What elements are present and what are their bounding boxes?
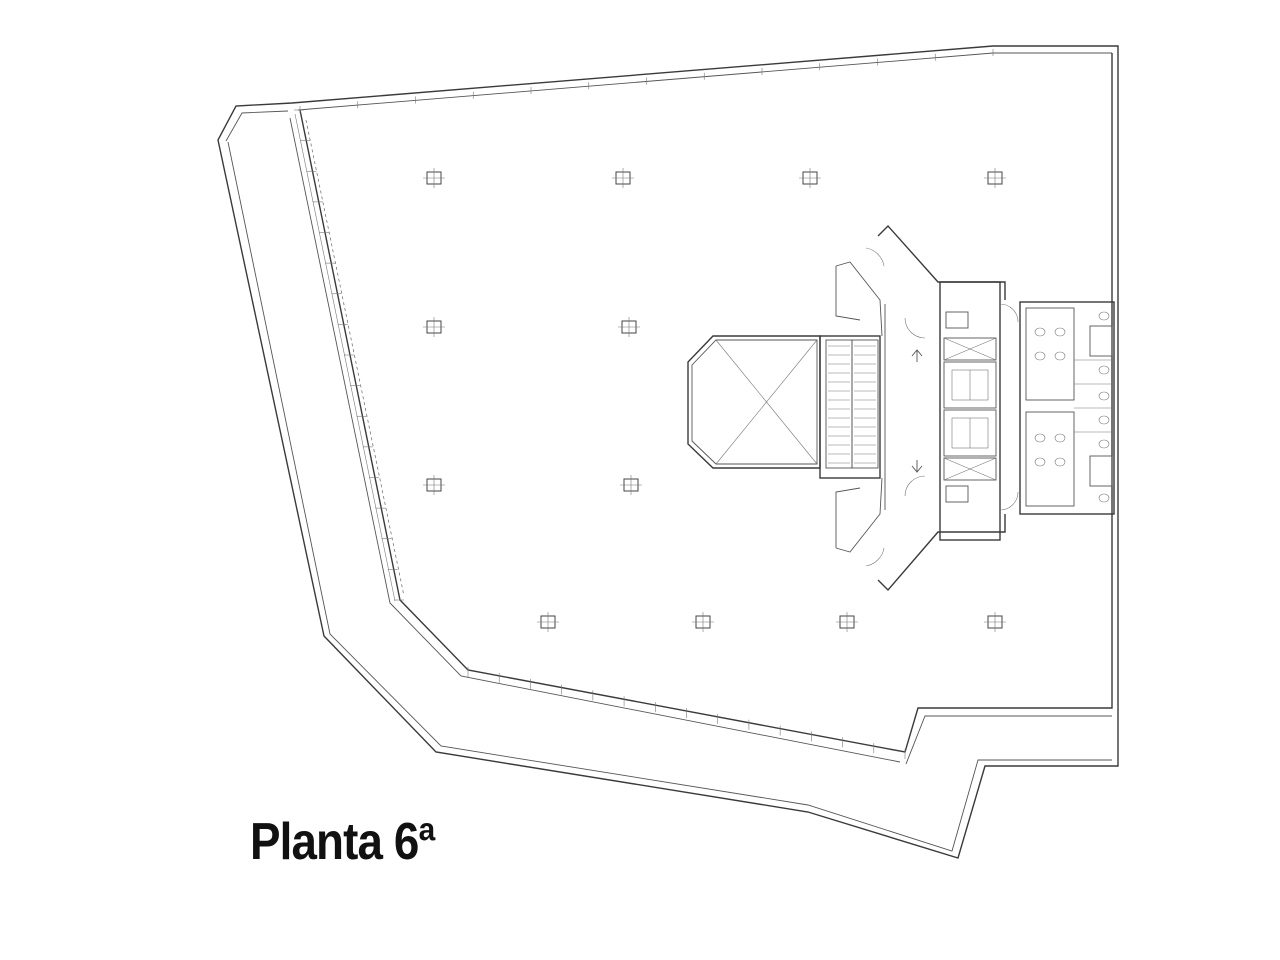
sanitary-fixture [1098, 415, 1110, 425]
sanitary-fixture [1098, 493, 1110, 503]
office-facade [289, 53, 1113, 765]
toilet-block [999, 301, 1115, 515]
elevator-core [939, 281, 1001, 541]
sanitary-fixture [1098, 439, 1110, 449]
sanitary-fixture [1054, 327, 1066, 337]
facade-mullions [294, 49, 994, 759]
structural-column [423, 168, 445, 188]
sanitary-fixture [1054, 351, 1066, 361]
terrace-outline [217, 45, 1119, 859]
sanitary-fixture [1034, 433, 1046, 443]
stair-core [819, 261, 883, 553]
sanitary-fixture [1054, 457, 1066, 467]
structural-column [618, 317, 640, 337]
structural-column [620, 475, 642, 495]
sanitary-fixture [1098, 391, 1110, 401]
structural-column [612, 168, 634, 188]
structural-columns [423, 168, 1006, 632]
sanitary-fixture [1034, 327, 1046, 337]
sanitary-fixture [1054, 433, 1066, 443]
lift-lobby [865, 224, 1006, 592]
atrium-void [687, 335, 821, 469]
structural-column [799, 168, 821, 188]
sanitary-fixture [1034, 351, 1046, 361]
sanitary-fixture [1034, 457, 1046, 467]
structural-column [692, 612, 714, 632]
floor-label: Planta 6ª [250, 813, 435, 871]
structural-column [984, 168, 1006, 188]
sanitary-fixture [1098, 311, 1110, 321]
structural-column [423, 475, 445, 495]
structural-column [984, 612, 1006, 632]
structural-column [537, 612, 559, 632]
structural-column [423, 317, 445, 337]
sanitary-fixture [1098, 365, 1110, 375]
structural-column [836, 612, 858, 632]
